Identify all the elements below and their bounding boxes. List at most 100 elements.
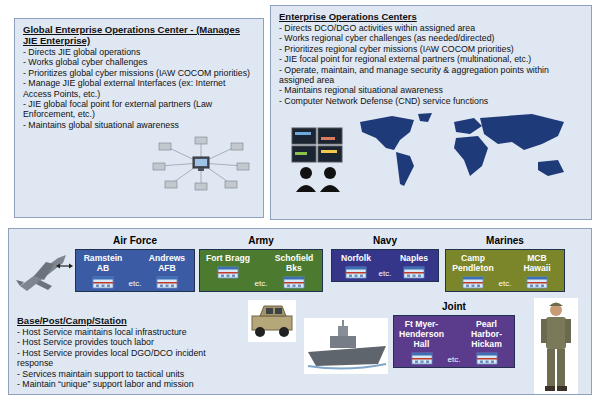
building-icon-part (293, 285, 296, 288)
building-icon-part (477, 285, 480, 288)
monitor-wall-part (321, 137, 335, 140)
building-icon-part (349, 275, 352, 278)
fighter-jet-part (34, 262, 54, 280)
etc-cell: etc. (446, 355, 462, 365)
building-icon-part (346, 272, 366, 274)
building-icon-part (420, 361, 423, 364)
building-icon-part (227, 275, 230, 278)
site-column: Norfolk (335, 253, 377, 279)
global-operations-panel: Global Enterprise Operations Center - (M… (14, 18, 264, 218)
building-icon-part (536, 285, 539, 288)
bullet-item: - Services maintain support to tactical … (17, 369, 241, 379)
etc-cell: etc. (497, 279, 513, 289)
building-icon-part (418, 275, 421, 278)
network-illustration-part-part (201, 140, 202, 163)
marines-group: MarinesCamp Pendletonetc.MCB Hawaii (445, 235, 565, 292)
world-map-illustration (278, 110, 584, 192)
building-icon-part (407, 275, 410, 278)
soldier-part (534, 298, 578, 394)
site-column: Ramstein AB (79, 253, 127, 289)
site-name: Andrews AFB (143, 253, 191, 273)
site-name: Camp Pendleton (449, 253, 497, 273)
building-icon (345, 265, 367, 279)
world-map-part (454, 118, 482, 134)
monitor-wall-part (296, 185, 316, 192)
building-icon-part (287, 285, 290, 288)
bullet-item: - Prioritizes global cyber missions (IAW… (23, 68, 255, 78)
building-icon-part (157, 277, 177, 288)
humvee-part (252, 316, 292, 330)
bullet-item: - Directs JIE global operations (23, 47, 255, 57)
navy-group: NavyNorfolketc.Naples (331, 235, 439, 282)
building-icon (526, 275, 548, 289)
monitor-wall-part (295, 132, 311, 135)
monitor-wall-part (300, 167, 312, 179)
fighter-jet-part (58, 265, 71, 266)
building-icon-part (415, 361, 418, 364)
building-icon-part (463, 277, 483, 280)
fighter-jet-part (36, 280, 52, 290)
building-icon-part (360, 275, 363, 278)
building-icon-part (472, 285, 475, 288)
soldier-part (550, 304, 562, 316)
joint-group: JointFt Myer-Henderson Halletc.Pearl Har… (393, 301, 515, 368)
site-column: Fort Bragg (203, 253, 253, 289)
bullet-item: - Computer Network Defense (CND) service… (279, 96, 583, 106)
building-icon-part (527, 277, 547, 280)
world-map-part (360, 116, 414, 150)
bullet-item: - Maintains global situational awareness (23, 120, 255, 130)
building-icon-part (107, 285, 110, 288)
bullet-item: - Prioritizes regional cyber missions (I… (279, 44, 583, 54)
bullet-item: - Operate, maintain, and manage security… (279, 65, 583, 86)
network-illustration-part-part (201, 163, 231, 184)
building-icon-part (218, 267, 238, 270)
world-map (360, 113, 564, 186)
soldier-part (557, 349, 565, 387)
service-heading: Navy (331, 235, 439, 247)
network-illustration-part (195, 159, 207, 166)
network-illustration (151, 134, 251, 192)
building-icon-part (218, 267, 238, 278)
building-icon-part (463, 277, 483, 288)
site-column: Pearl Harbor-Hickam (462, 319, 511, 365)
army-group: ArmyFort Braggetc.Schofield Bks (199, 235, 323, 292)
network-illustration-part (153, 137, 249, 190)
building-icon (217, 265, 239, 279)
soldier-part (545, 386, 555, 391)
monitor-wall-part (292, 146, 316, 162)
etc-note: etc. (253, 279, 269, 289)
building-icon-part (404, 267, 424, 278)
monitor-wall-part (292, 128, 316, 144)
humvee-part (255, 327, 265, 337)
service-heading: Joint (393, 301, 515, 313)
service-box: Fort Braggetc.Schofield Bks (199, 249, 323, 292)
bullet-item: - JIE focal point for regional external … (279, 54, 583, 64)
building-icon-part (527, 282, 547, 284)
building-icon (411, 351, 433, 365)
building-icon-part (166, 285, 169, 288)
building-icon-part (355, 275, 358, 278)
illustration-slot (278, 110, 584, 192)
etc-cell: etc. (253, 279, 269, 289)
network-illustration-part-part (195, 183, 207, 190)
building-icon-part (284, 282, 304, 284)
building-icon (156, 275, 178, 289)
humvee-part (266, 308, 273, 314)
fighter-jet-part (56, 264, 60, 269)
panel-heading: Base/Post/Camp/Station (17, 315, 241, 326)
building-icon-part (160, 285, 163, 288)
world-map-part (480, 114, 564, 150)
service-heading: Air Force (75, 235, 195, 247)
building-icon-part (93, 282, 113, 284)
humvee-part (248, 300, 296, 342)
soldier-part (541, 319, 547, 343)
regional-operations-panel: Enterprise Operations Centers- Directs D… (270, 5, 592, 220)
building-icon-part (284, 277, 304, 288)
bullet-item: - Directs DCO/DGO activities within assi… (279, 23, 583, 33)
network-illustration-part-part (237, 163, 249, 170)
world-map-part (454, 136, 488, 176)
building-icon-part (93, 277, 113, 288)
building-icon-part (404, 272, 424, 274)
site-column: Naples (393, 253, 435, 279)
warship (304, 318, 388, 374)
